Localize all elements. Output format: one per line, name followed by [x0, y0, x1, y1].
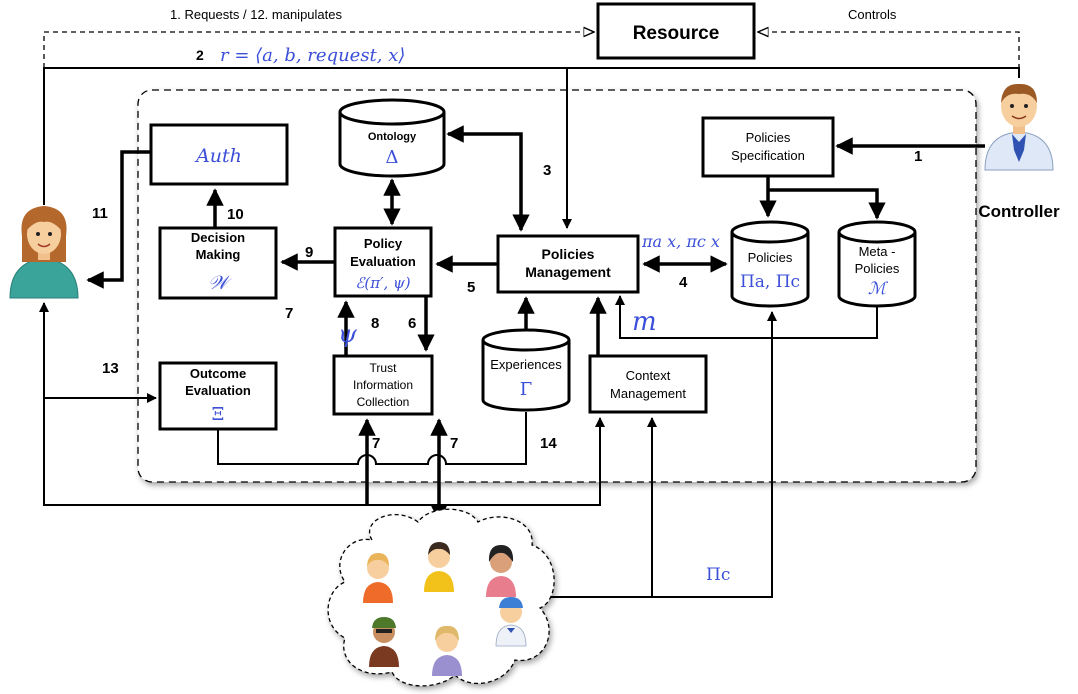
outcome-label-1: Outcome — [190, 366, 246, 381]
experiences-symbol: Γ — [520, 379, 533, 400]
resource-box[interactable]: Resource — [596, 2, 756, 60]
context-label-2: Management — [610, 386, 686, 401]
step-2: 2 — [196, 47, 204, 63]
meta-label-1: Meta - — [859, 244, 896, 259]
ontology-management-arrow — [446, 125, 530, 232]
requester-avatar[interactable] — [9, 206, 79, 299]
step-4: 4 — [679, 274, 688, 291]
step-11: 11 — [92, 205, 108, 222]
context-label-1: Context — [626, 368, 671, 383]
controls-label: Controls — [848, 7, 897, 22]
step-10: 10 — [227, 206, 244, 223]
policies-management-box[interactable]: Policies Management — [496, 234, 640, 294]
trust-label-2: Information — [353, 378, 413, 392]
outcome-label-2: Evaluation — [185, 383, 251, 398]
auth-box[interactable]: Auth — [149, 123, 289, 186]
decision-symbol: 𝒲 — [208, 272, 232, 294]
step-1: 1 — [914, 148, 922, 165]
meta-to-management-arrow — [615, 295, 878, 339]
ontology-label: Ontology — [368, 131, 417, 143]
spec-to-meta-arrow — [768, 188, 886, 220]
ontology-store[interactable]: Ontology Δ — [338, 98, 446, 178]
requests-label: 1. Requests / 12. manipulates — [170, 7, 342, 22]
decision-label-1: Decision — [191, 230, 245, 245]
users-group-icon — [363, 542, 527, 676]
policies-store[interactable]: Policies Πa, Πc — [730, 220, 810, 308]
policies-specification-box[interactable]: Policies Specification — [701, 116, 835, 178]
request-line — [43, 67, 1020, 205]
auth-to-requester-arrow — [86, 150, 151, 289]
policies-spec-label-2: Specification — [731, 148, 805, 163]
step-6: 6 — [408, 315, 416, 332]
auth-label: Auth — [194, 145, 242, 167]
step-3: 3 — [543, 162, 551, 179]
context-management-box[interactable]: Context Management — [588, 354, 708, 414]
m-label: m — [632, 307, 657, 337]
policy-eval-symbol: ℰ(π′, ψ) — [355, 274, 410, 292]
community-cloud[interactable] — [327, 508, 555, 687]
user-male-icon — [984, 83, 1054, 171]
decision-making-box[interactable]: Decision Making 𝒲 — [158, 226, 278, 300]
request-formula: r = ⟨a, b, request, x⟩ — [220, 45, 405, 66]
controls-dashed-arrow — [758, 32, 1020, 78]
trust-label-1: Trust — [370, 361, 398, 375]
meta-label-2: Policies — [855, 261, 900, 276]
policies-mgmt-label-2: Management — [525, 264, 611, 280]
outcome-symbol: Ξ — [212, 404, 225, 425]
ontology-symbol: Δ — [386, 147, 399, 168]
community-to-policies-arrow — [546, 311, 777, 598]
trust-label-3: Collection — [357, 395, 410, 409]
meta-policies-store[interactable]: Meta - Policies ℳ — [837, 220, 917, 308]
step-7-left: 7 — [372, 435, 380, 452]
policies-mgmt-label-1: Policies — [542, 246, 595, 262]
pi-label: πa x, πc x — [641, 232, 720, 251]
step-7-decision: 7 — [285, 305, 293, 322]
experiences-label: Experiences — [490, 357, 562, 372]
controller-label: Controller — [978, 202, 1060, 221]
trust-information-collection-box[interactable]: Trust Information Collection — [332, 354, 434, 416]
policies-store-symbol: Πa, Πc — [740, 272, 800, 292]
policies-store-label: Policies — [748, 250, 793, 265]
decision-label-2: Making — [196, 247, 241, 262]
controller-avatar[interactable]: Controller — [978, 83, 1060, 221]
policy-eval-label-1: Policy — [364, 236, 403, 251]
step-14: 14 — [540, 435, 557, 452]
step-7-right: 7 — [450, 435, 458, 452]
step-5: 5 — [467, 279, 475, 296]
resource-label: Resource — [633, 23, 720, 44]
experiences-store[interactable]: Experiences Γ — [481, 328, 571, 412]
pi-c-label: Πc — [706, 565, 730, 585]
policies-spec-label-1: Policies — [746, 130, 791, 145]
step-13: 13 — [102, 360, 119, 377]
policy-evaluation-box[interactable]: Policy Evaluation ℰ(π′, ψ) — [333, 226, 433, 298]
policy-eval-label-2: Evaluation — [350, 254, 416, 269]
step-8: 8 — [371, 315, 379, 332]
step-9: 9 — [305, 244, 313, 261]
psi-label: ψ — [338, 320, 358, 348]
user-female-icon — [9, 206, 79, 299]
outcome-evaluation-box[interactable]: Outcome Evaluation Ξ — [158, 361, 278, 431]
meta-symbol: ℳ — [868, 279, 889, 299]
